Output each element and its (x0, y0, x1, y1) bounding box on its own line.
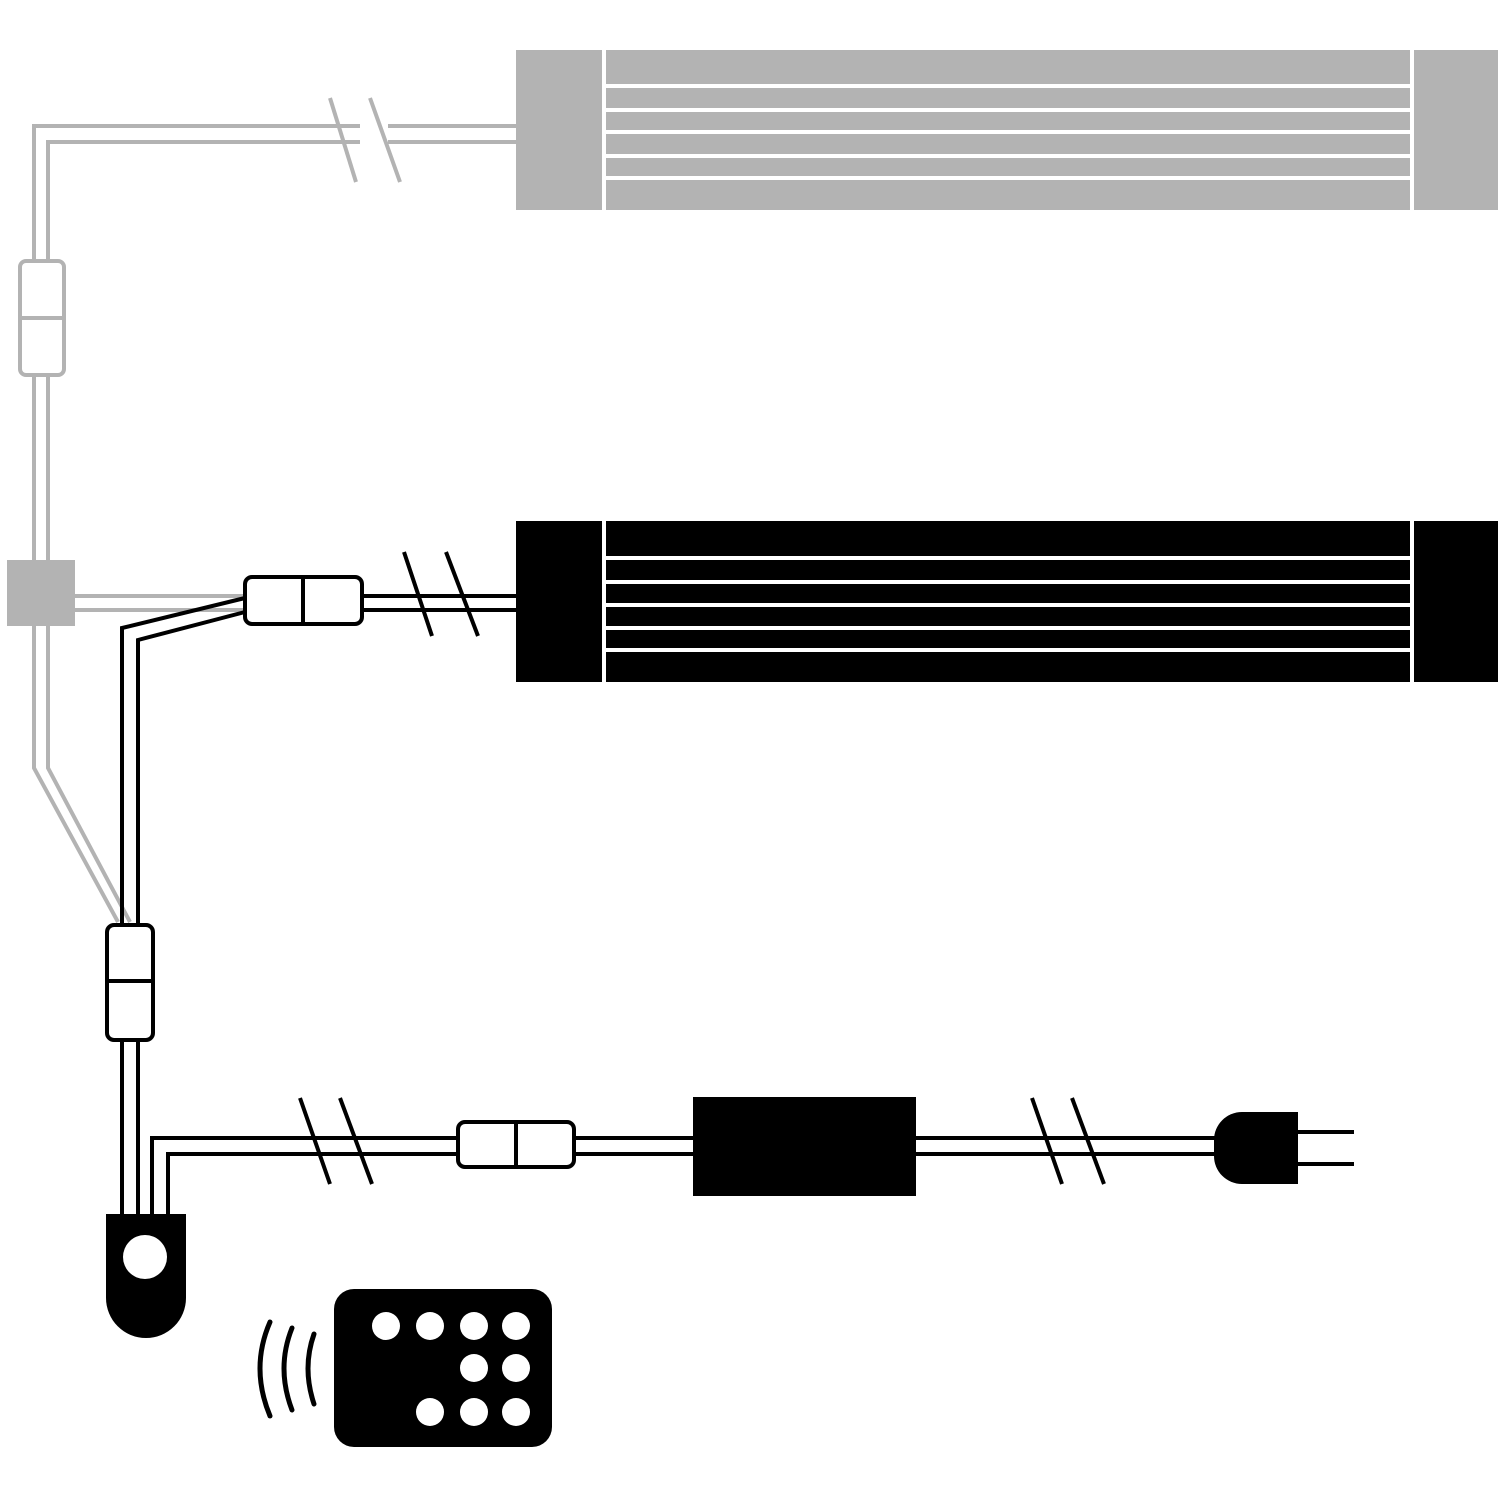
splitter-box-icon (7, 560, 75, 626)
primary-cable-down (120, 596, 246, 925)
remote-button (416, 1312, 444, 1340)
cable-break-mark (368, 97, 402, 183)
power-plug-icon (1214, 1112, 1298, 1184)
cable-break-mark (328, 97, 358, 183)
cable-break-mark (1070, 1097, 1106, 1185)
remote-button (502, 1354, 530, 1382)
cable-break-mark (444, 551, 480, 637)
primary-cable-bar (362, 594, 516, 612)
cable-break-mark (402, 551, 434, 637)
cable-break-mark (1030, 1097, 1064, 1185)
power-cable (150, 1136, 1215, 1214)
remote-button (502, 1312, 530, 1340)
power-adapter-icon (693, 1097, 916, 1196)
remote-button (460, 1398, 488, 1426)
ir-signal-waves-icon (257, 1319, 317, 1419)
cable-break-mark (338, 1097, 374, 1185)
remote-button (372, 1312, 400, 1340)
optional-cable-splitter-down (32, 626, 132, 923)
remote-control-icon (334, 1289, 552, 1447)
ir-sensor-icon (106, 1214, 186, 1338)
remote-button (460, 1312, 488, 1340)
optional-cable-splitter-right (74, 594, 245, 612)
primary-wiring (120, 551, 1354, 1214)
primary-light-bar (516, 521, 1498, 682)
remote-button (502, 1398, 530, 1426)
optional-branch (18, 97, 516, 923)
remote-button (416, 1398, 444, 1426)
optional-light-bar (516, 50, 1498, 210)
primary-cable-receiver (120, 1040, 140, 1214)
optional-cable-top (32, 124, 516, 262)
optional-cable-left (32, 375, 50, 560)
cable-break-mark (298, 1097, 332, 1185)
remote-button (460, 1354, 488, 1382)
